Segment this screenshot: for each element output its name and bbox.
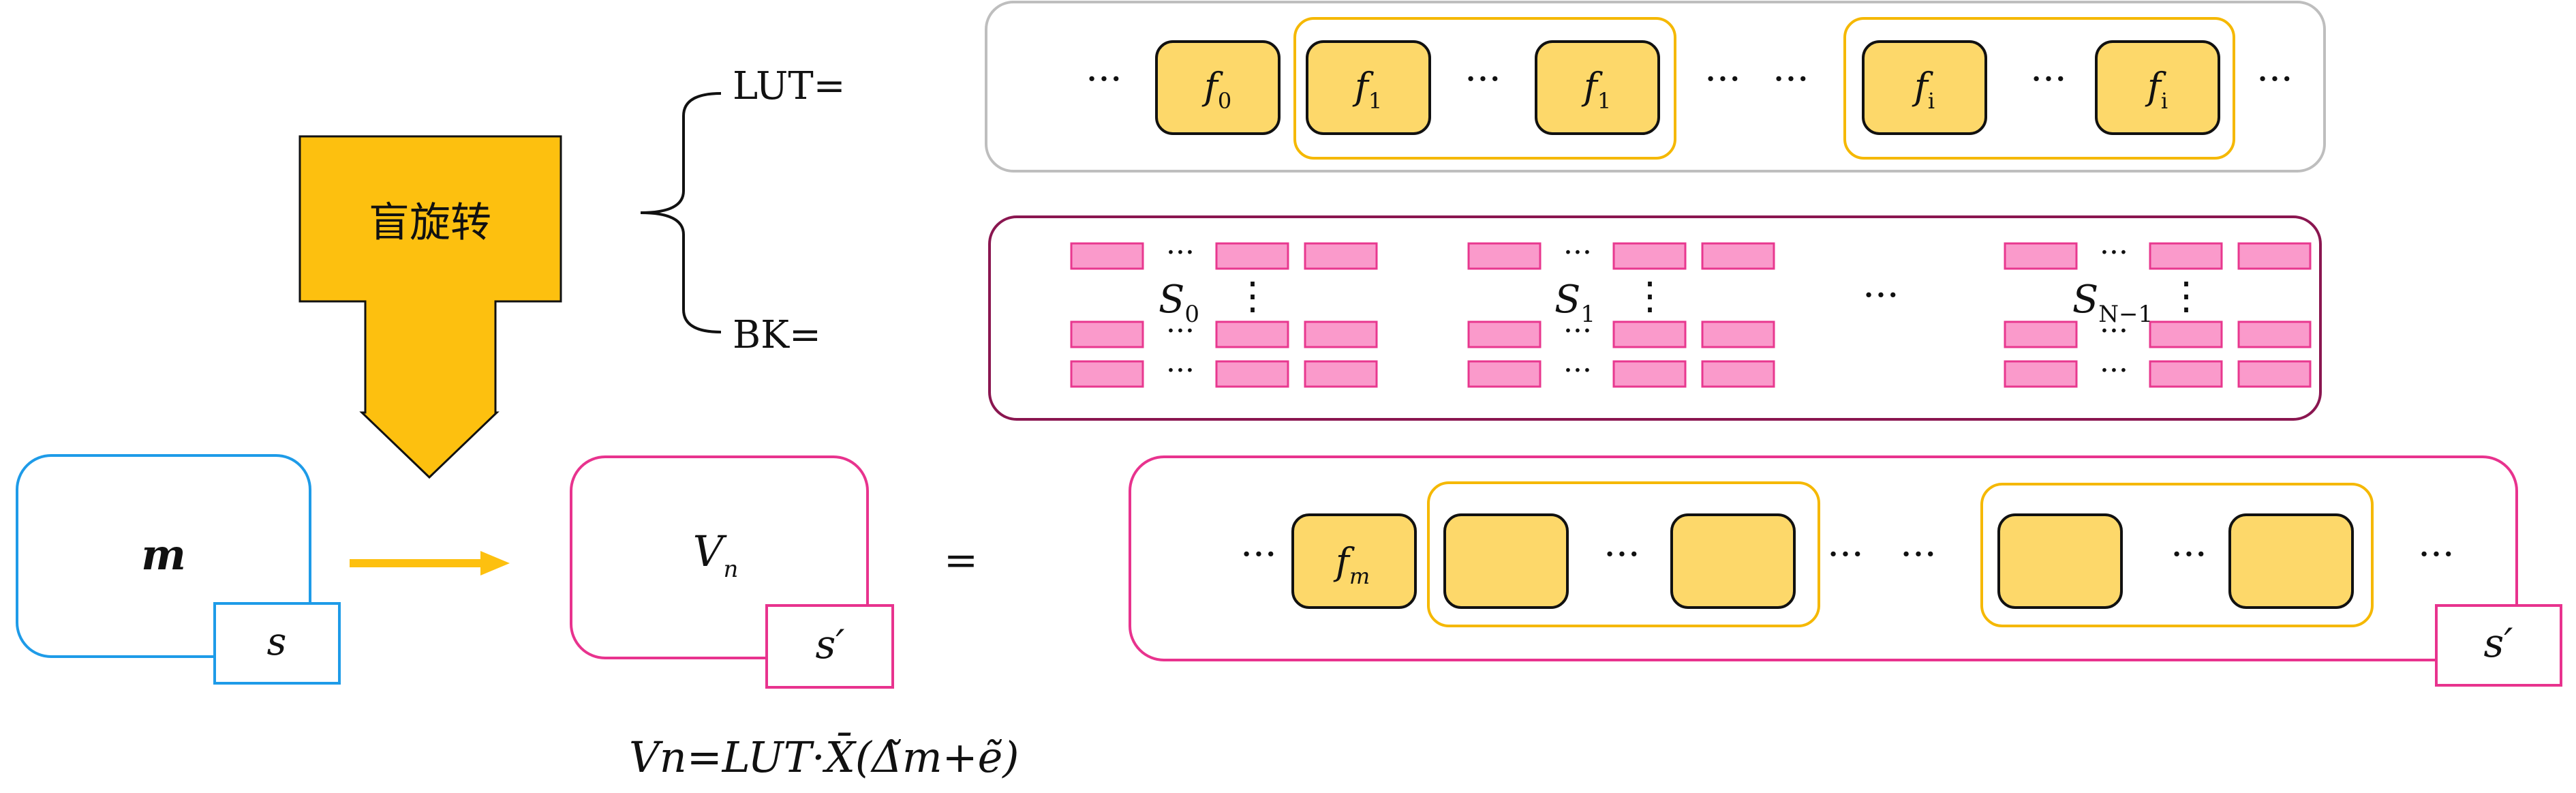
bk-row-ellipsis: ··· [2100,235,2128,270]
bk-cell [1070,242,1144,270]
lut-ellipsis: ··· [1704,57,1741,102]
lut-label: LUT= [733,64,846,108]
lut-function-box [1862,40,1987,135]
bk-cell [1612,242,1687,270]
bk-cell [2004,360,2078,388]
bk-row-ellipsis: ··· [1166,314,1195,348]
result-function-box [1670,513,1796,609]
bk-cell [1612,320,1687,348]
bk-cell [1701,360,1775,388]
bk-cell [2237,242,2312,270]
rotated-key-label: s′ [816,621,845,668]
bk-cell [1215,242,1289,270]
bk-column-vdots: ⋮ [2167,274,2205,318]
message-block: m s [16,454,341,685]
bk-cell [1215,320,1289,348]
lut-ellipsis: ··· [1086,57,1122,102]
result-function-box [1291,513,1417,609]
bk-row-ellipsis: ··· [1166,235,1195,270]
bk-cell [2149,360,2223,388]
blind-rotation-label: 盲旋转 [369,199,491,247]
formula: Vn=LUT·X̄(Δ̃m+ẽ) [629,732,1019,782]
lut-panel: f0 f1 f1 fi fi ··· ··· ··· ··· ··· ··· [985,1,2326,173]
bk-ellipsis: ··· [1862,273,1899,318]
result-ellipsis: ··· [1604,533,1640,577]
bk-cell [1467,320,1542,348]
bk-panel: ··· ··· ··· ⋮ ··· ··· ··· ⋮ ··· ··· ··· ⋮ S0 S1 SN−… [988,215,2322,421]
lut-group-outline [1293,17,1676,160]
lut-ellipsis: ··· [1465,57,1501,102]
message-key-box [213,602,341,685]
result-ellipsis: ··· [1240,533,1276,577]
bk-cell [2004,320,2078,348]
bk-cell [1304,360,1378,388]
bk-row-ellipsis: ··· [2100,353,2128,388]
bk-cell [2004,242,2078,270]
rotated-label: Vn [693,526,739,583]
lut-function-box [1306,40,1431,135]
bk-cell [2237,360,2312,388]
result-group-outline [1980,483,2374,627]
bk-row-ellipsis: ··· [1563,235,1592,270]
result-ellipsis: ··· [1827,533,1863,577]
result-ellipsis: ··· [2418,533,2454,577]
bk-row-ellipsis: ··· [2100,314,2128,348]
bk-cells: ··· ··· ··· ⋮ ··· ··· ··· ⋮ ··· ··· ··· ⋮ [1070,235,2312,388]
bk-column-vdots: ⋮ [1233,274,1272,318]
result-ellipsis: ··· [1900,533,1936,577]
bk-cell [1612,360,1687,388]
lut-function-box [2095,40,2220,135]
transition-arrow [350,551,510,575]
result-panel: fm ··· ··· ··· ··· ··· ··· s′ [1129,455,2562,687]
lut-function-box [1155,40,1281,135]
bk-cell [1701,242,1775,270]
message-key-label: s [267,620,287,664]
bk-label: BK= [733,313,821,357]
lut-group-outline [1843,17,2235,160]
bk-cell [2149,320,2223,348]
message-label: m [141,530,186,580]
bk-cell [1070,320,1144,348]
result-key-label: s′ [2484,620,2513,666]
result-function-box [1997,513,2123,609]
equals-sign: = [944,537,978,584]
bk-row-ellipsis: ··· [1166,353,1195,388]
bk-cell [1304,242,1378,270]
result-group-outline [1427,481,1820,627]
rotated-key-box [765,604,894,689]
lut-ellipsis: ··· [1773,57,1809,102]
lut-function-box [1535,40,1660,135]
bk-row-ellipsis: ··· [1563,353,1592,388]
bk-cell [1467,360,1542,388]
bk-secret-key-label: S0 [1159,278,1199,328]
lut-ellipsis: ··· [2256,57,2293,102]
bk-secret-key-label: SN−1 [2072,278,2153,328]
result-key-box [2435,604,2562,687]
bk-cell [1215,360,1289,388]
bk-cell [1701,320,1775,348]
blind-rotation-arrow [298,135,562,479]
bk-cell [2237,320,2312,348]
bk-secret-key-label: S1 [1554,278,1595,328]
bk-column-vdots: ⋮ [1631,274,1669,318]
result-function-box [1443,513,1569,609]
bk-cell [1304,320,1378,348]
rotated-block: Vn s′ [570,455,894,689]
bk-cell [1070,360,1144,388]
result-ellipsis: ··· [2171,533,2207,577]
lut-ellipsis: ··· [2030,57,2066,102]
bk-cell [2149,242,2223,270]
brace [640,92,722,333]
result-function-box [2228,513,2354,609]
bk-row-ellipsis: ··· [1563,314,1592,348]
bk-cell [1467,242,1542,270]
